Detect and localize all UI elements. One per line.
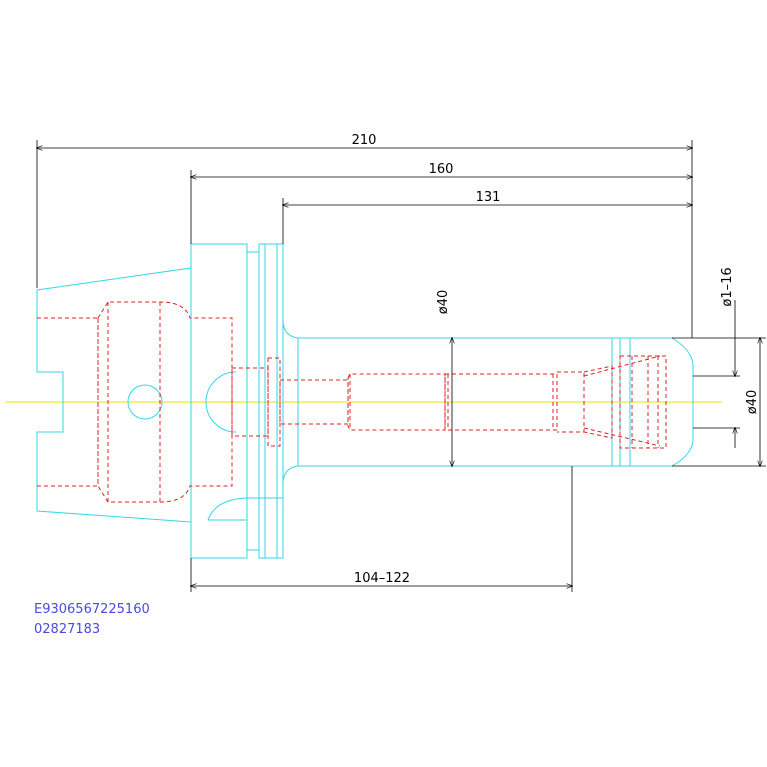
taper-shank-outline bbox=[36, 267, 192, 523]
order-code: 02827183 bbox=[34, 622, 100, 637]
dim-body-length: 131 bbox=[476, 190, 501, 205]
dim-total-length: 210 bbox=[352, 133, 377, 148]
hidden-lines bbox=[37, 301, 667, 503]
flange-outline bbox=[190, 243, 284, 559]
dim-gauge-length: 104–122 bbox=[354, 571, 410, 586]
dim-nose-diameter: ø40 bbox=[745, 390, 760, 415]
dim-body-diameter: ø40 bbox=[436, 290, 451, 315]
dim-flange-length: 160 bbox=[429, 162, 454, 177]
dimension-lines bbox=[37, 140, 766, 592]
part-code: E9306567225160 bbox=[34, 602, 150, 617]
dim-clamp-range: ø1–16 bbox=[720, 267, 735, 306]
